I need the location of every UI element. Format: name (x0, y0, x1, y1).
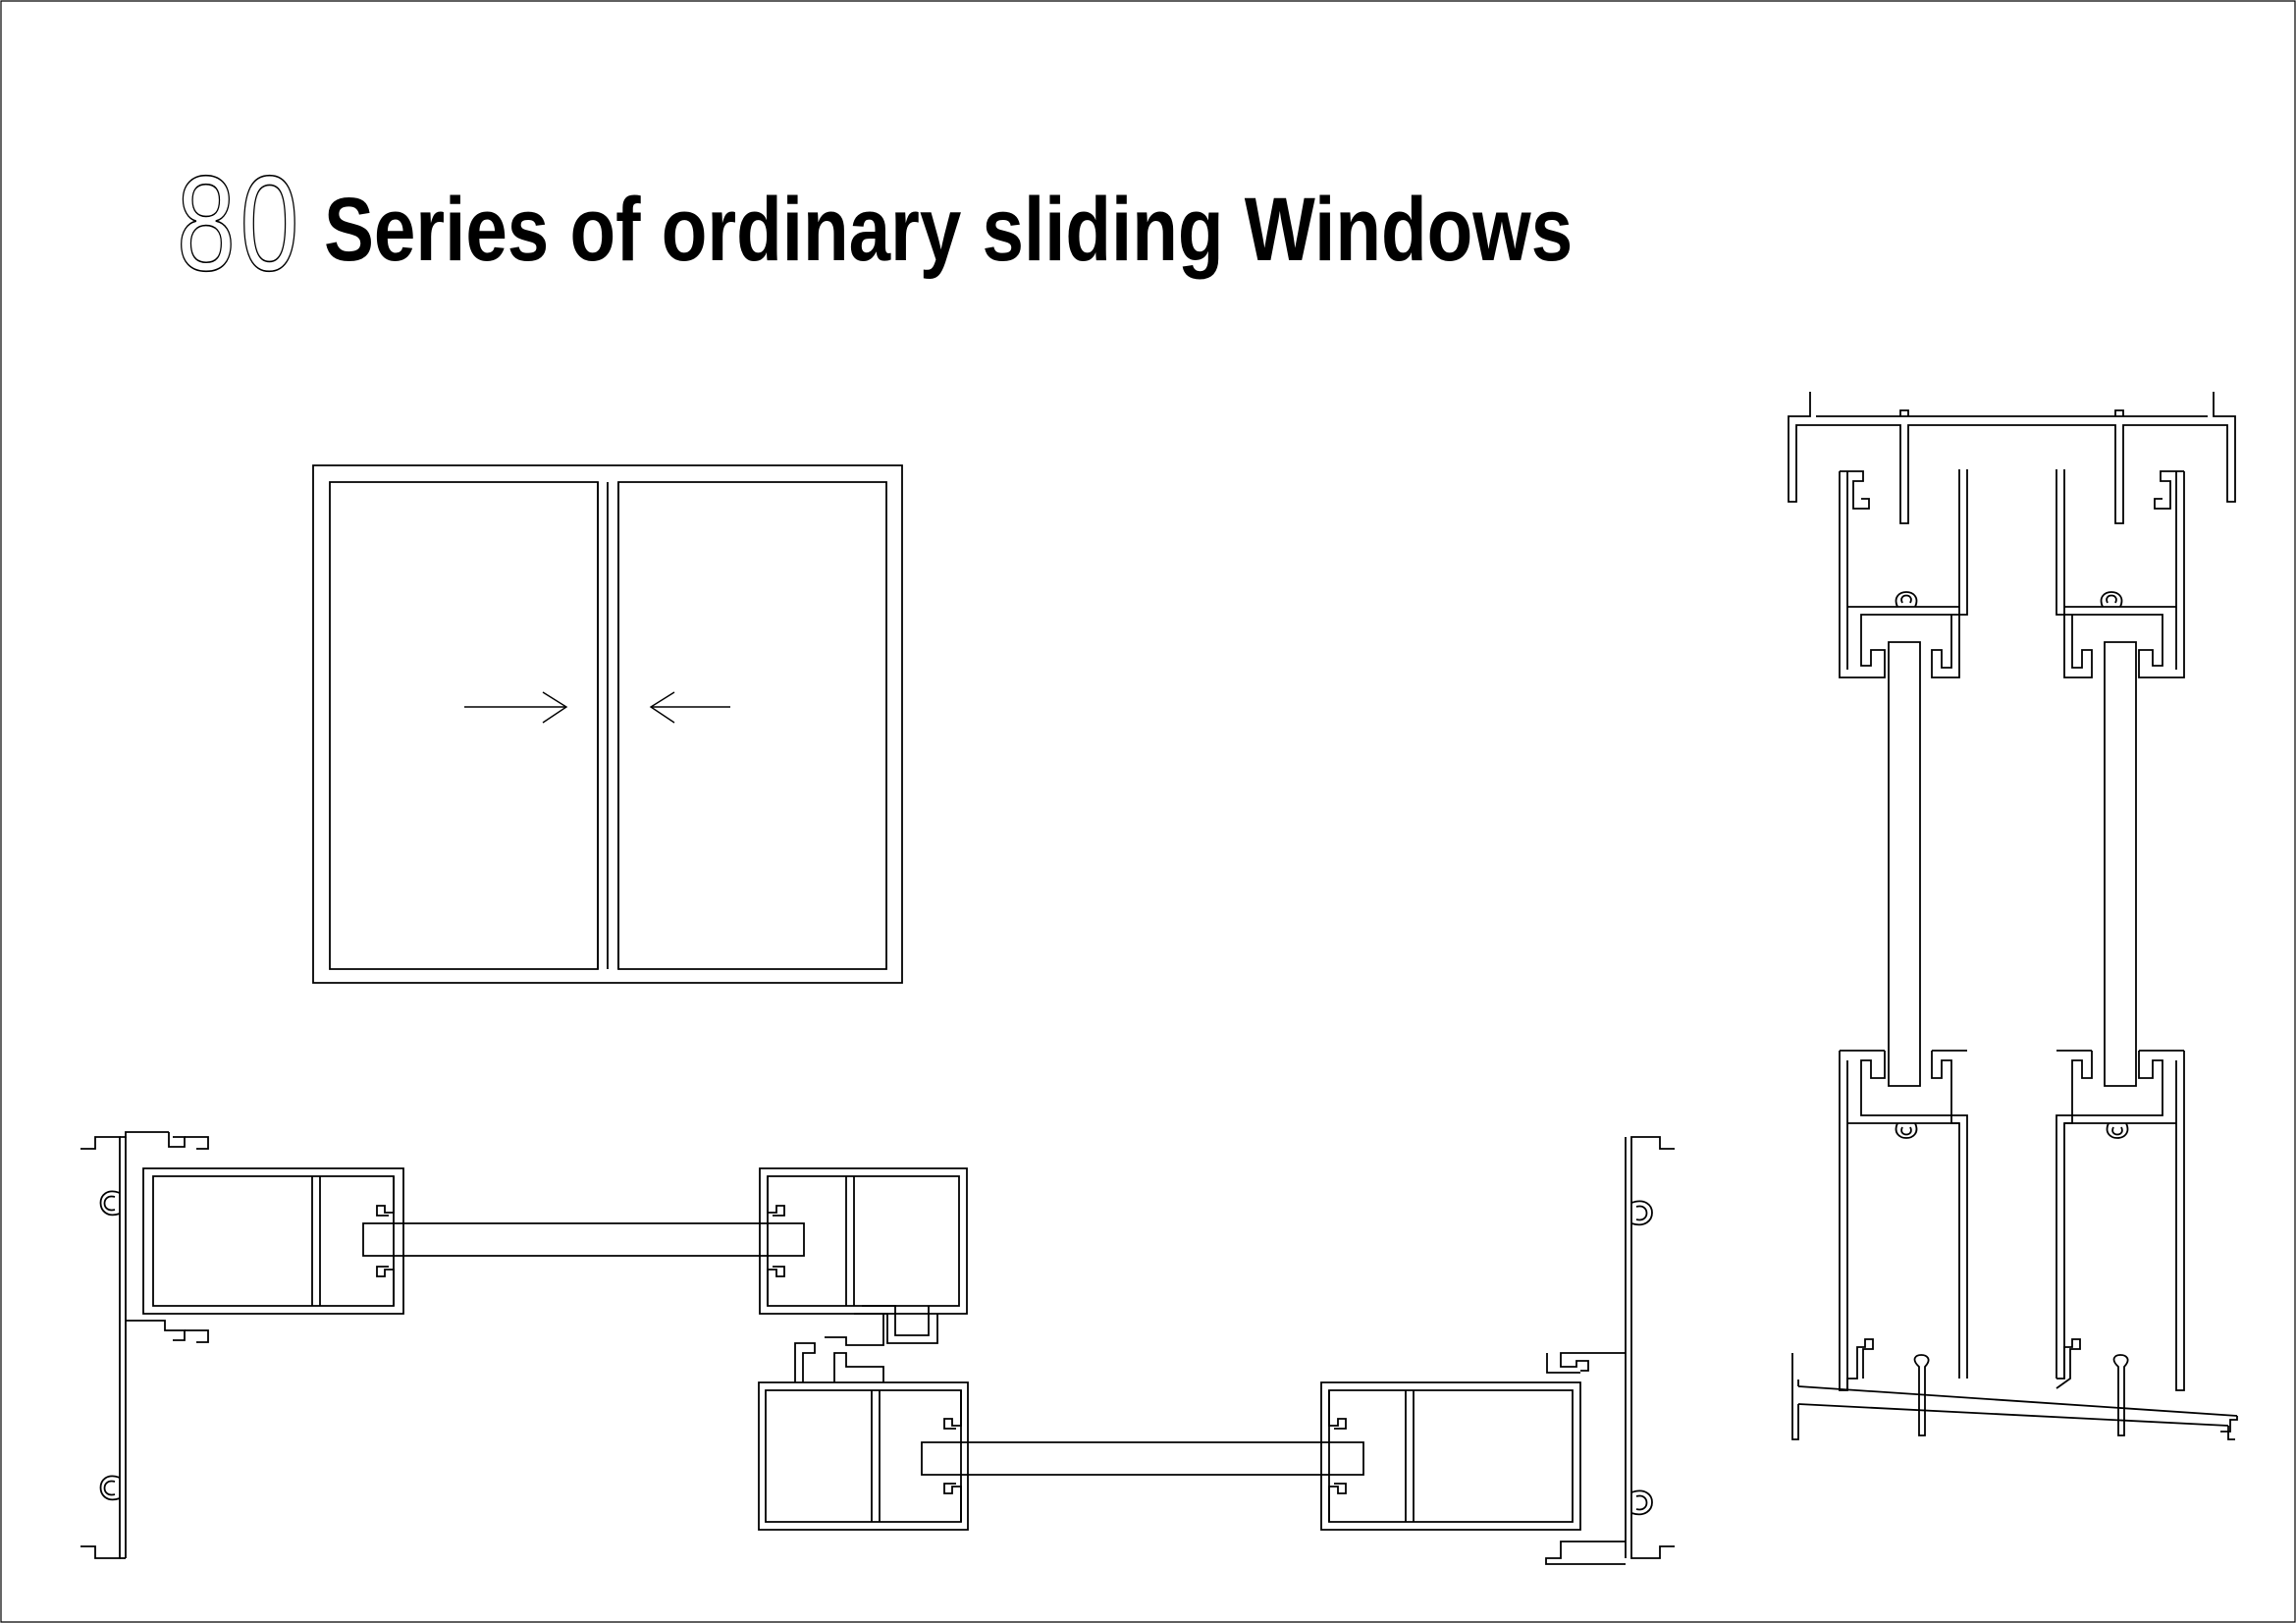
right-sash (618, 482, 886, 969)
right-glass-vertical (2105, 642, 2136, 1086)
right-sash-top-rail (2056, 469, 2184, 677)
outer-frame (313, 465, 902, 983)
left-glass-vertical (1889, 642, 1920, 1086)
right-jamb-frame (1546, 1137, 1675, 1564)
right-sash-bottom-rail (2056, 1051, 2184, 1435)
vertical-section (1789, 392, 2237, 1439)
window-elevation (313, 465, 902, 983)
arrow-right-icon (464, 692, 566, 723)
series-number: 80 (176, 148, 304, 299)
series-title: Series of ordinary sliding Windows (323, 180, 1573, 280)
sill-frame (1792, 1353, 2237, 1439)
left-sash-section (143, 1168, 403, 1314)
right-sash-section (1321, 1382, 1580, 1530)
meeting-stile-lower (759, 1343, 968, 1530)
head-frame (1789, 392, 2235, 523)
meeting-stile-upper (760, 1168, 967, 1345)
left-sash-bottom-rail (1840, 1051, 1967, 1435)
left-jamb-frame (80, 1132, 208, 1558)
horizontal-section (80, 1132, 1675, 1564)
left-sash (330, 482, 598, 969)
left-glass (363, 1223, 804, 1256)
arrow-left-icon (651, 692, 730, 723)
left-sash-top-rail (1840, 469, 1967, 677)
drawing-title: 80 Series of ordinary sliding Windows (176, 148, 1828, 299)
right-glass (922, 1442, 1363, 1475)
